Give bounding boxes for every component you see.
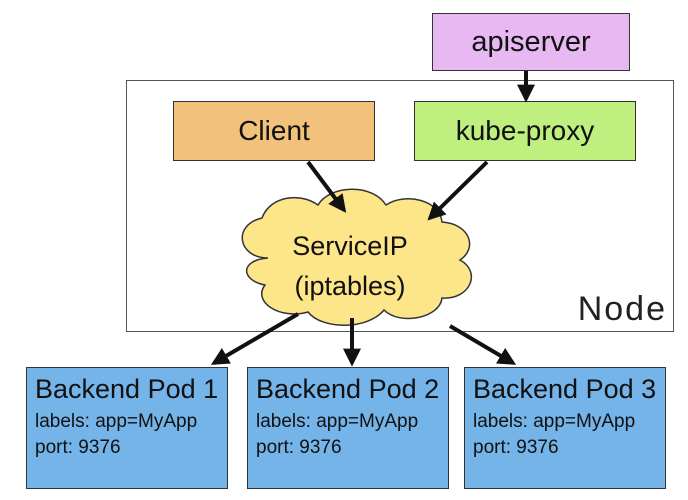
pod-labels: labels: app=MyApp <box>473 411 636 432</box>
service-ip-label: ServiceIP <box>292 231 408 261</box>
pod-name: Backend Pod 1 <box>35 374 219 404</box>
apiserver-box: apiserver <box>432 13 630 71</box>
client-label: Client <box>238 115 310 146</box>
apiserver-label: apiserver <box>471 25 591 58</box>
pod-name: Backend Pod 3 <box>473 374 657 404</box>
pod-port: port: 9376 <box>473 437 559 458</box>
backend-pod-2: Backend Pod 2 labels: app=MyApp port: 93… <box>247 367 449 489</box>
backend-pod-3: Backend Pod 3 labels: app=MyApp port: 93… <box>464 367 666 489</box>
kube-proxy-label: kube-proxy <box>455 115 595 146</box>
pod-port: port: 9376 <box>35 437 121 458</box>
service-cloud <box>241 188 472 326</box>
service-label: ServiceIP (iptables) <box>255 226 445 306</box>
service-iptables-label: (iptables) <box>294 271 406 301</box>
pod-labels: labels: app=MyApp <box>35 411 198 432</box>
node-boundary: Node <box>126 80 674 332</box>
pod-port: port: 9376 <box>256 437 342 458</box>
node-label: Node <box>577 290 667 328</box>
arrow-service-to-pod3 <box>448 324 517 365</box>
backend-pod-1: Backend Pod 1 labels: app=MyApp port: 93… <box>26 367 228 489</box>
arrow-service-to-pod1 <box>210 312 300 365</box>
arrow-kube-proxy-to-service <box>427 160 489 221</box>
pod-labels: labels: app=MyApp <box>256 411 419 432</box>
kube-proxy-box: kube-proxy <box>414 101 636 161</box>
pod-name: Backend Pod 2 <box>256 374 440 404</box>
client-box: Client <box>173 101 375 161</box>
arrow-client-to-service <box>306 160 347 213</box>
